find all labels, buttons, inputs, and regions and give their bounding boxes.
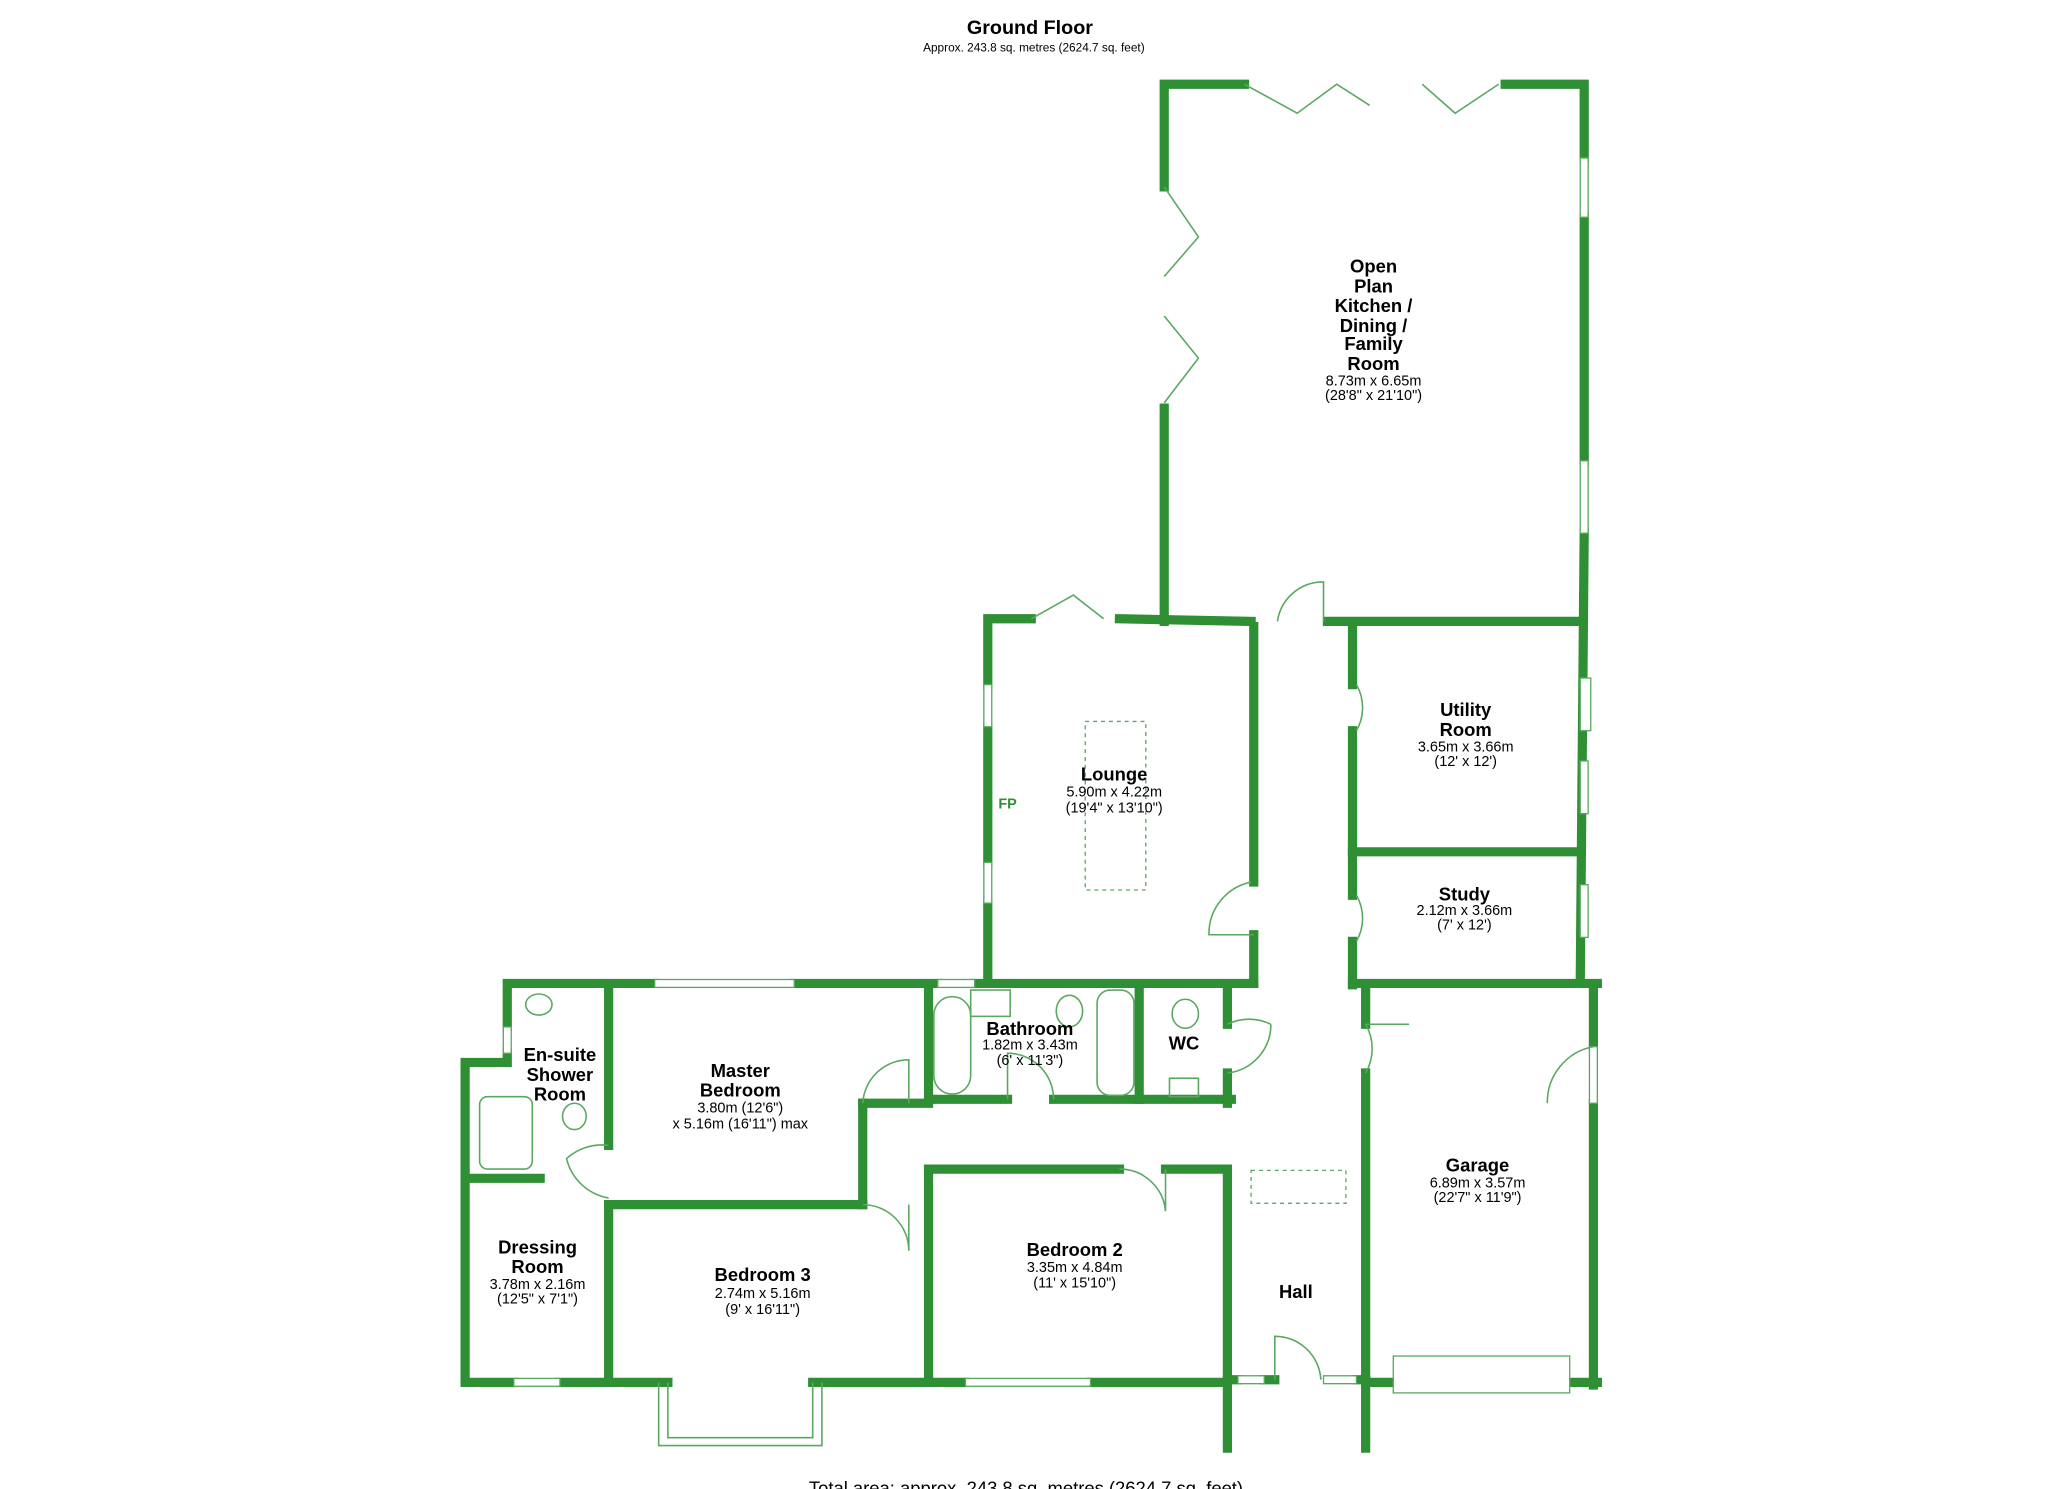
svg-text:Room: Room: [534, 1084, 586, 1105]
room-bedroom-3: Bedroom 3 2.74m x 5.16m (9' x 16'11"): [715, 1264, 811, 1318]
svg-text:(12' x 12'): (12' x 12'): [1434, 754, 1497, 770]
svg-text:Room: Room: [1440, 719, 1492, 740]
svg-text:Room: Room: [511, 1256, 563, 1277]
room-utility: Utility Room 3.65m x 3.66m (12' x 12'): [1418, 699, 1514, 770]
plan-title: Ground Floor: [967, 17, 1093, 39]
svg-text:Bedroom: Bedroom: [700, 1080, 781, 1101]
room-study: Study 2.12m x 3.66m (7' x 12'): [1417, 884, 1513, 934]
svg-text:(6' x 11'3"): (6' x 11'3"): [997, 1053, 1064, 1069]
svg-text:Utility: Utility: [1440, 699, 1492, 720]
svg-text:(9' x 16'11"): (9' x 16'11"): [725, 1302, 800, 1318]
svg-text:6.89m x 3.57m: 6.89m x 3.57m: [1430, 1176, 1526, 1192]
svg-text:1.82m x 3.43m: 1.82m x 3.43m: [982, 1037, 1078, 1053]
room-wc: WC: [1169, 1032, 1200, 1053]
svg-text:2.74m x 5.16m: 2.74m x 5.16m: [715, 1286, 811, 1302]
svg-text:Master: Master: [711, 1060, 770, 1081]
room-ensuite: En-suite Shower Room: [524, 1044, 597, 1104]
room-hall: Hall: [1279, 1281, 1313, 1302]
room-master-bedroom: Master Bedroom 3.80m (12'6") x 5.16m (16…: [673, 1060, 809, 1132]
svg-text:Bedroom 3: Bedroom 3: [715, 1264, 811, 1285]
svg-text:(22'7" x 11'9"): (22'7" x 11'9"): [1434, 1190, 1522, 1206]
svg-text:Bathroom: Bathroom: [986, 1018, 1073, 1039]
room-bathroom: Bathroom 1.82m x 3.43m (6' x 11'3"): [982, 1018, 1078, 1069]
svg-text:Lounge: Lounge: [1081, 764, 1148, 785]
svg-text:Hall: Hall: [1279, 1281, 1313, 1302]
svg-text:Room: Room: [1347, 353, 1399, 374]
svg-text:Family: Family: [1344, 333, 1403, 354]
svg-text:Dressing: Dressing: [498, 1236, 577, 1257]
svg-text:3.35m x 4.84m: 3.35m x 4.84m: [1027, 1260, 1123, 1276]
fireplace-label: FP: [998, 796, 1017, 812]
room-bedroom-2: Bedroom 2 3.35m x 4.84m (11' x 15'10"): [1027, 1239, 1123, 1292]
plan-subtitle: Approx. 243.8 sq. metres (2624.7 sq. fee…: [923, 40, 1145, 54]
svg-text:(11' x 15'10"): (11' x 15'10"): [1033, 1276, 1116, 1292]
room-dressing: Dressing Room 3.78m x 2.16m (12'5" x 7'1…: [490, 1236, 586, 1307]
svg-text:3.78m x 2.16m: 3.78m x 2.16m: [490, 1277, 586, 1293]
windows-and-doors: [478, 83, 1599, 1447]
svg-text:(28'8" x 21'10"): (28'8" x 21'10"): [1325, 388, 1422, 404]
svg-text:Garage: Garage: [1446, 1155, 1509, 1176]
walls: [460, 79, 1602, 1453]
svg-text:Dining /: Dining /: [1340, 315, 1408, 336]
svg-text:En-suite: En-suite: [524, 1044, 597, 1065]
svg-text:(12'5" x 7'1"): (12'5" x 7'1"): [497, 1291, 578, 1307]
svg-text:8.73m x 6.65m: 8.73m x 6.65m: [1326, 374, 1422, 390]
svg-text:(7' x 12'): (7' x 12'): [1437, 917, 1492, 933]
svg-text:3.80m (12'6"): 3.80m (12'6"): [697, 1100, 783, 1116]
room-open-plan: Open Plan Kitchen / Dining / Family Room…: [1325, 256, 1422, 405]
svg-text:Plan: Plan: [1354, 275, 1393, 296]
svg-text:5.90m x 4.22m: 5.90m x 4.22m: [1066, 785, 1162, 801]
svg-text:3.65m x 3.66m: 3.65m x 3.66m: [1418, 740, 1514, 756]
svg-text:Study: Study: [1439, 884, 1491, 905]
room-garage: Garage 6.89m x 3.57m (22'7" x 11'9"): [1430, 1155, 1526, 1206]
svg-text:Kitchen /: Kitchen /: [1335, 295, 1413, 316]
svg-text:2.12m x 3.66m: 2.12m x 3.66m: [1417, 903, 1513, 919]
svg-text:WC: WC: [1169, 1032, 1200, 1053]
svg-text:Open: Open: [1350, 256, 1397, 277]
svg-text:x 5.16m (16'11") max: x 5.16m (16'11") max: [673, 1116, 809, 1132]
room-lounge: Lounge 5.90m x 4.22m (19'4" x 13'10") FP: [998, 764, 1162, 817]
total-area: Total area: approx. 243.8 sq. metres (26…: [809, 1477, 1243, 1489]
svg-text:(19'4" x 13'10"): (19'4" x 13'10"): [1066, 800, 1163, 816]
svg-text:Bedroom 2: Bedroom 2: [1027, 1239, 1123, 1260]
svg-text:Shower: Shower: [527, 1064, 594, 1085]
